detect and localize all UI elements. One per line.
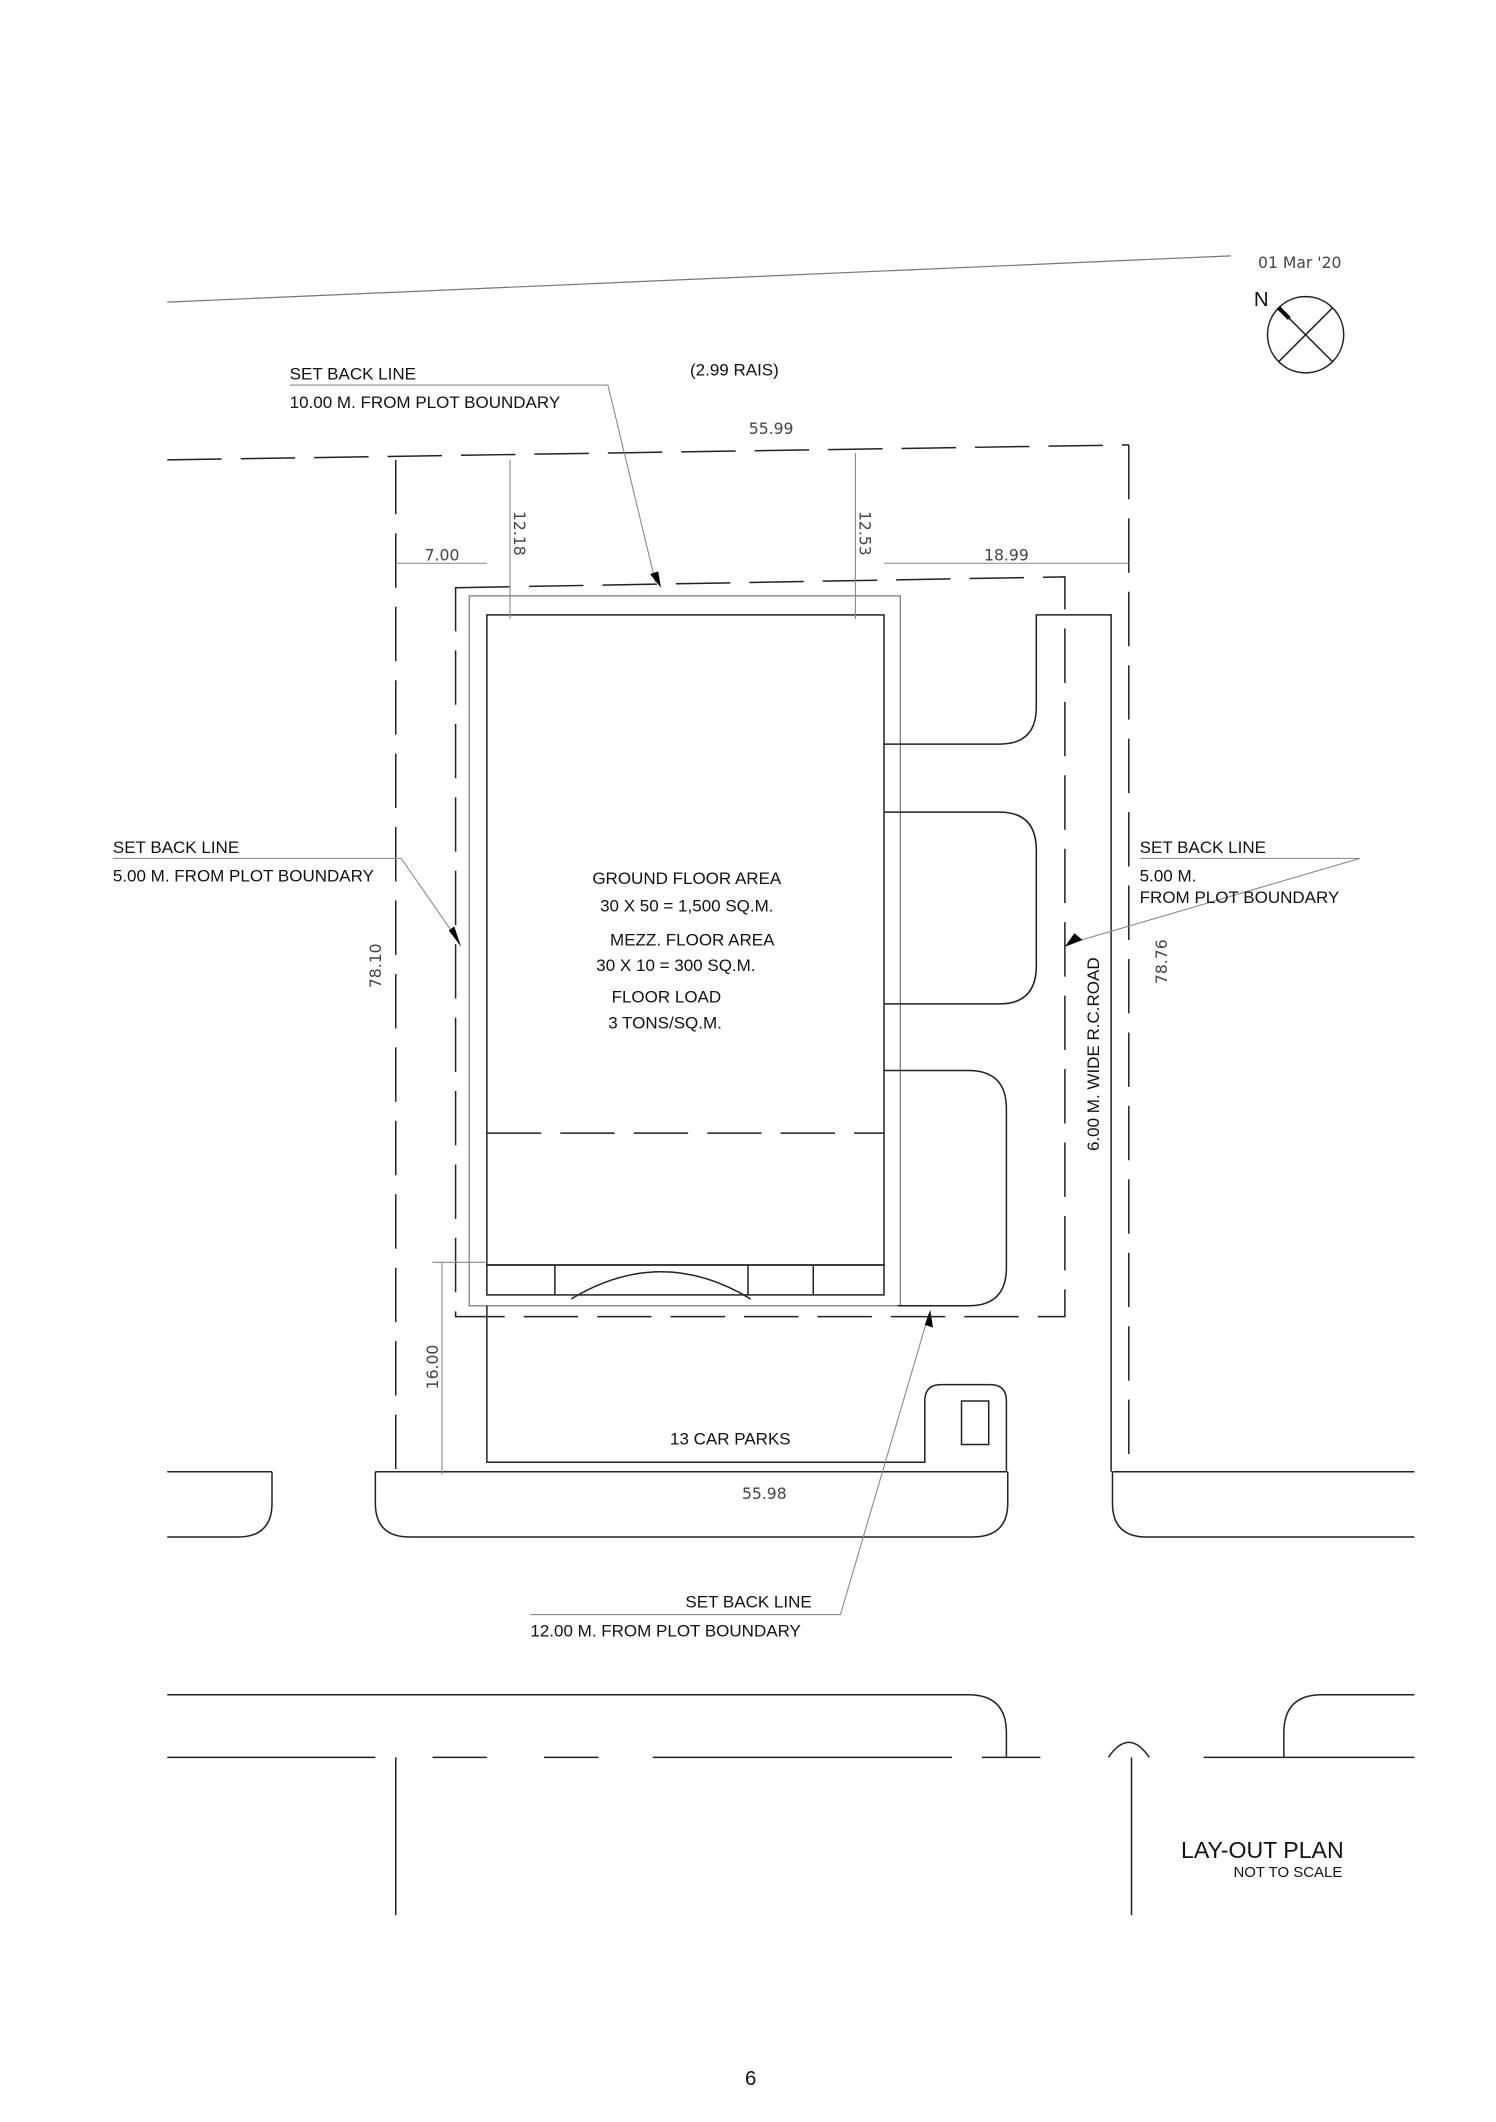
dim-top-width: 55.99	[749, 419, 794, 438]
ground-floor-title: GROUND FLOOR AREA	[592, 869, 782, 888]
setback-left-detail: 5.00 M. FROM PLOT BOUNDARY	[113, 866, 374, 885]
building-info: GROUND FLOOR AREA 30 X 50 = 1,500 SQ.M. …	[592, 869, 782, 1032]
floor-load-value: 3 TONS/SQ.M.	[608, 1013, 722, 1032]
area-note: (2.99 RAIS)	[690, 361, 779, 380]
page-number: 6	[745, 2068, 756, 2090]
north-arrow-icon: N	[1254, 289, 1345, 374]
dimension-lines	[395, 453, 1129, 1475]
plot-boundary	[167, 444, 1415, 1473]
setback-leaders	[112, 384, 1361, 1616]
dim-top-left-setback: 12.18	[510, 511, 529, 556]
setback-left-title: SET BACK LINE	[113, 838, 239, 857]
dim-top-right-setback: 12.53	[856, 511, 875, 556]
setback-top-detail: 10.00 M. FROM PLOT BOUNDARY	[290, 393, 561, 412]
car-parks-label: 13 CAR PARKS	[670, 1430, 791, 1449]
floor-load-title: FLOOR LOAD	[612, 988, 722, 1007]
dim-left-setback: 7.00	[425, 546, 460, 565]
dim-left-depth: 78.10	[366, 943, 385, 988]
dim-right-setback: 18.99	[984, 546, 1029, 565]
setback-line-boundary	[454, 576, 1066, 1318]
dim-bottom-width: 55.98	[742, 1484, 787, 1503]
top-site-line	[167, 255, 1231, 303]
front-road	[167, 1471, 1415, 1916]
setback-bottom-detail: 12.00 M. FROM PLOT BOUNDARY	[530, 1621, 800, 1640]
dim-right-depth: 78.76	[1152, 939, 1171, 984]
building-outline-offset	[468, 595, 901, 1307]
ground-floor-value: 30 X 50 = 1,500 SQ.M.	[600, 896, 773, 915]
parking-area	[486, 614, 1112, 1472]
setback-right-detail-2: FROM PLOT BOUNDARY	[1140, 888, 1340, 907]
date-stamp: 01 Mar '20	[1258, 253, 1341, 272]
plan-subtitle: NOT TO SCALE	[1233, 1864, 1342, 1881]
setback-top-title: SET BACK LINE	[290, 365, 416, 384]
svg-text:N: N	[1254, 289, 1269, 311]
setback-bottom-title: SET BACK LINE	[685, 1593, 811, 1612]
mezz-floor-title: MEZZ. FLOOR AREA	[610, 930, 775, 949]
mezz-floor-value: 30 X 10 = 300 SQ.M.	[596, 956, 755, 975]
road-label: 6.00 M. WIDE R.C.ROAD	[1084, 957, 1103, 1151]
setback-right-title: SET BACK LINE	[1140, 838, 1266, 857]
plan-title: LAY-OUT PLAN	[1181, 1837, 1344, 1863]
building-footprint	[486, 614, 885, 1300]
dim-front-setback: 16.00	[423, 1345, 442, 1390]
setback-right-detail-1: 5.00 M.	[1140, 866, 1197, 885]
